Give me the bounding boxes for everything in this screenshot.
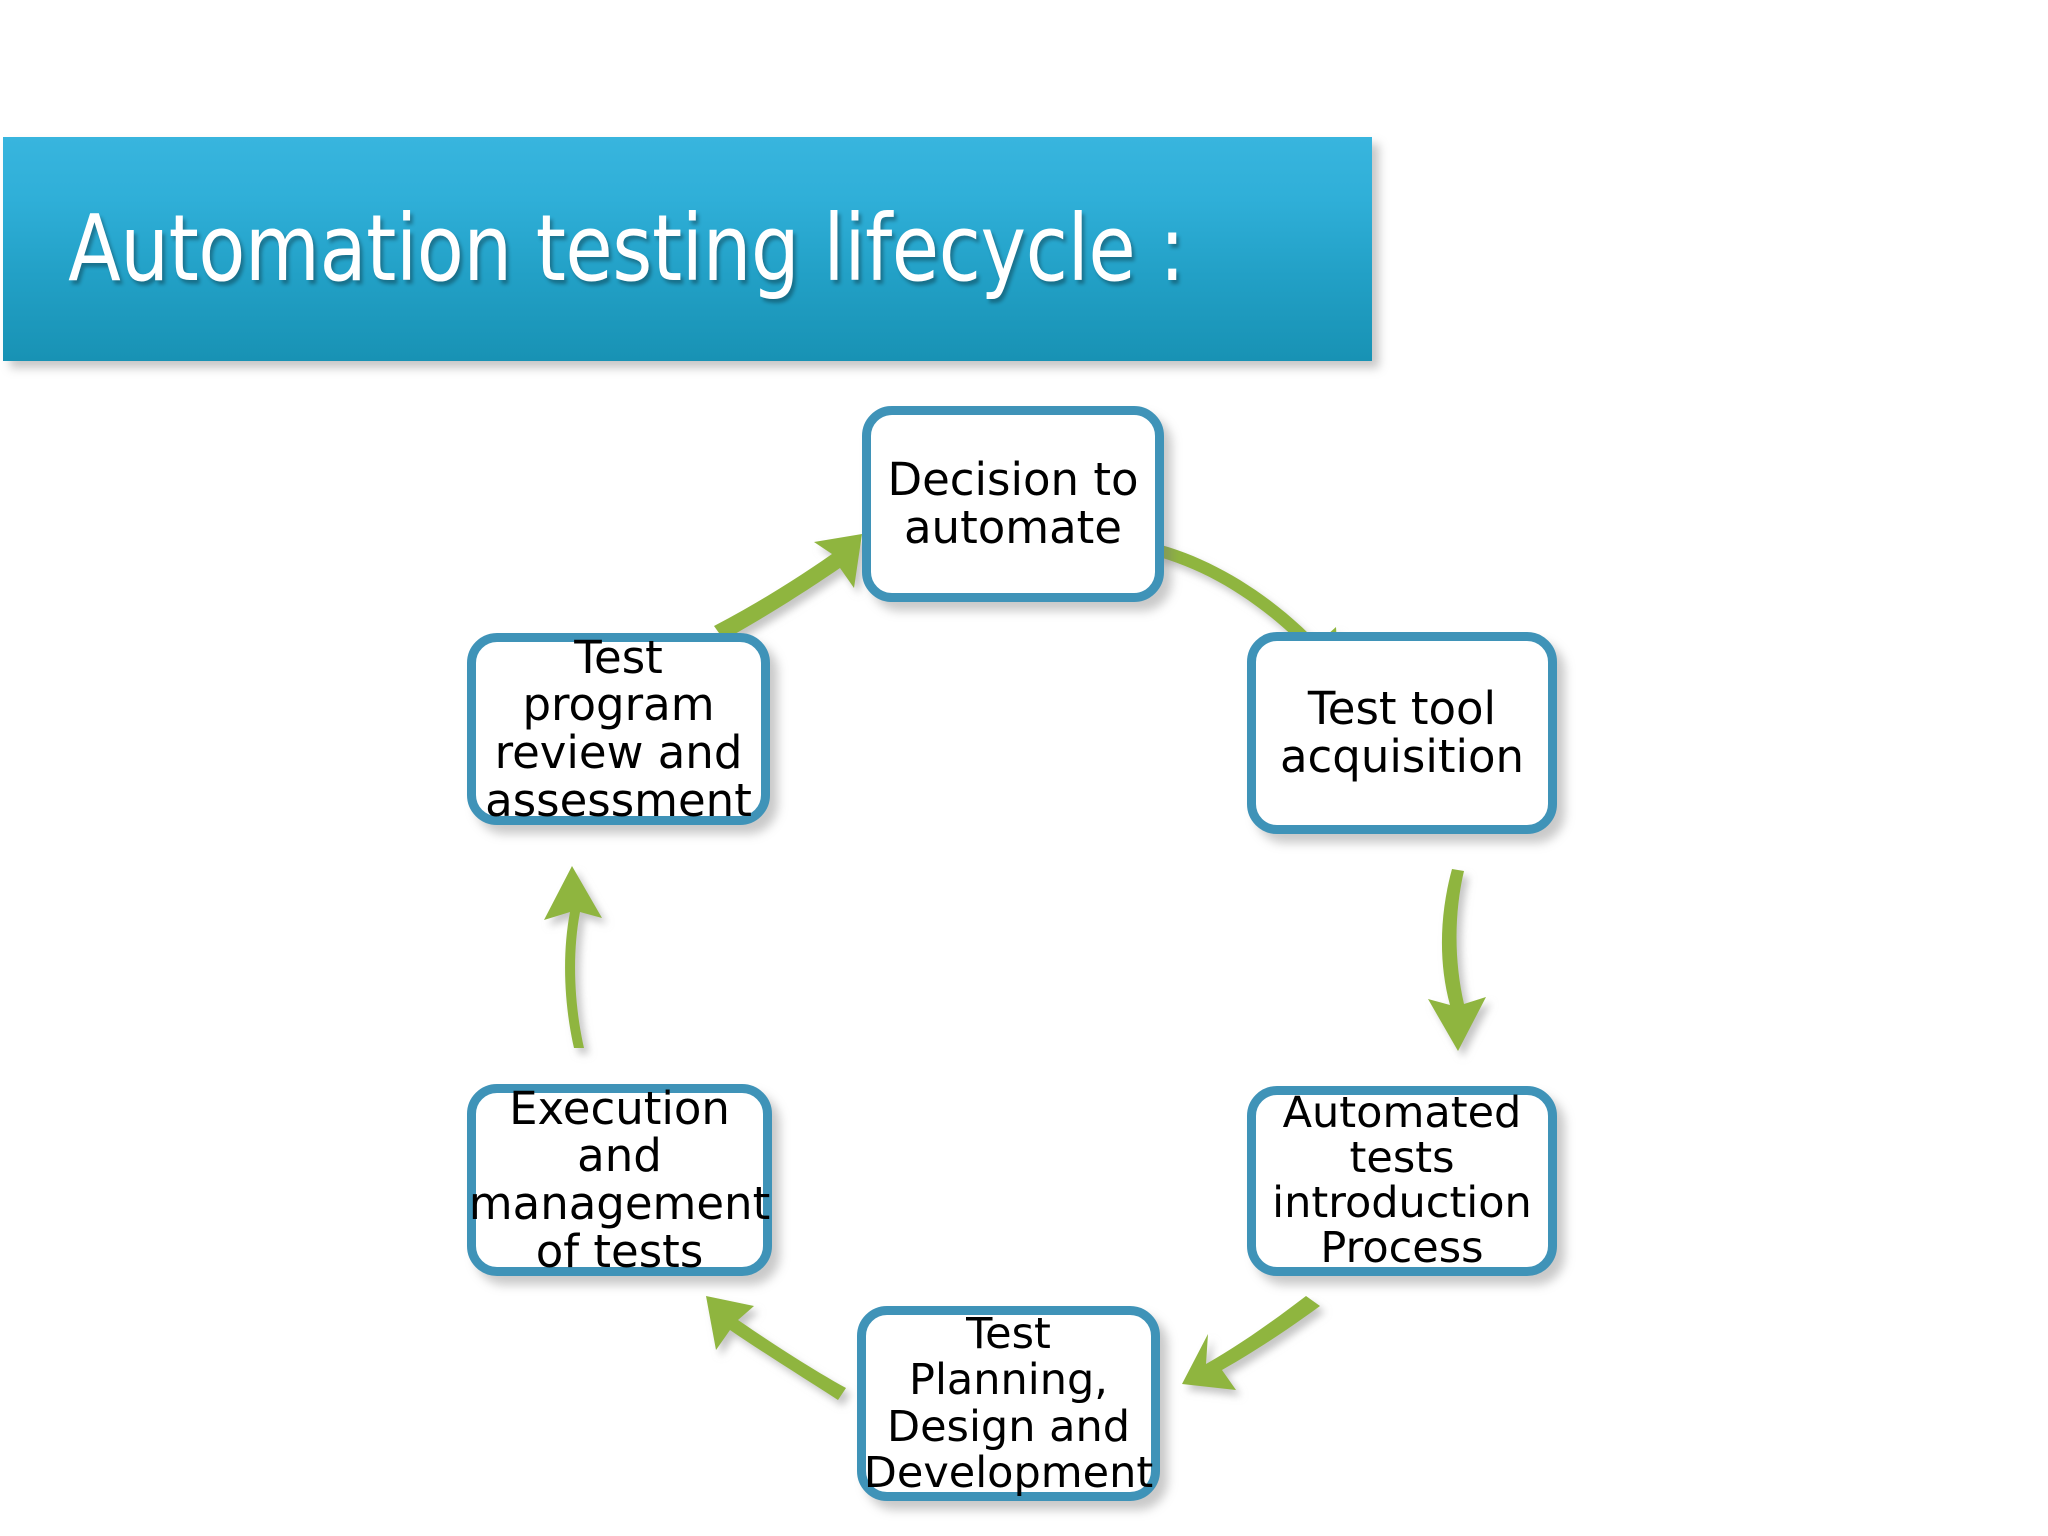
slide-title-banner: Automation testing lifecycle : <box>3 137 1372 361</box>
cycle-node-automated-tests-introduction-process[interactable]: Automated tests introduction Process <box>1247 1086 1557 1276</box>
page-title: Automation testing lifecycle : <box>68 195 1185 302</box>
cycle-node-test-program-review-and-assessment[interactable]: Test program review and assessment <box>467 633 770 825</box>
cycle-node-label: Execution and management of tests <box>468 1081 771 1278</box>
cycle-node-test-planning-design-and-development[interactable]: Test Planning, Design and Development <box>857 1306 1160 1501</box>
arrow-execution-to-review <box>520 862 630 1054</box>
arrow-tool-to-automated <box>1410 865 1520 1055</box>
cycle-node-test-tool-acquisition[interactable]: Test tool acquisition <box>1247 632 1557 834</box>
cycle-node-label: Automated tests introduction Process <box>1272 1087 1532 1274</box>
cycle-node-label: Test program review and assessment <box>485 630 752 827</box>
cycle-node-label: Decision to automate <box>887 453 1139 554</box>
cycle-node-label: Test Planning, Design and Development <box>863 1308 1154 1498</box>
arrow-automated-to-planning <box>1180 1292 1380 1402</box>
cycle-node-label: Test tool acquisition <box>1279 682 1525 783</box>
cycle-node-decision-to-automate[interactable]: Decision to automate <box>862 406 1164 602</box>
cycle-node-execution-and-management-of-tests[interactable]: Execution and management of tests <box>467 1084 772 1276</box>
